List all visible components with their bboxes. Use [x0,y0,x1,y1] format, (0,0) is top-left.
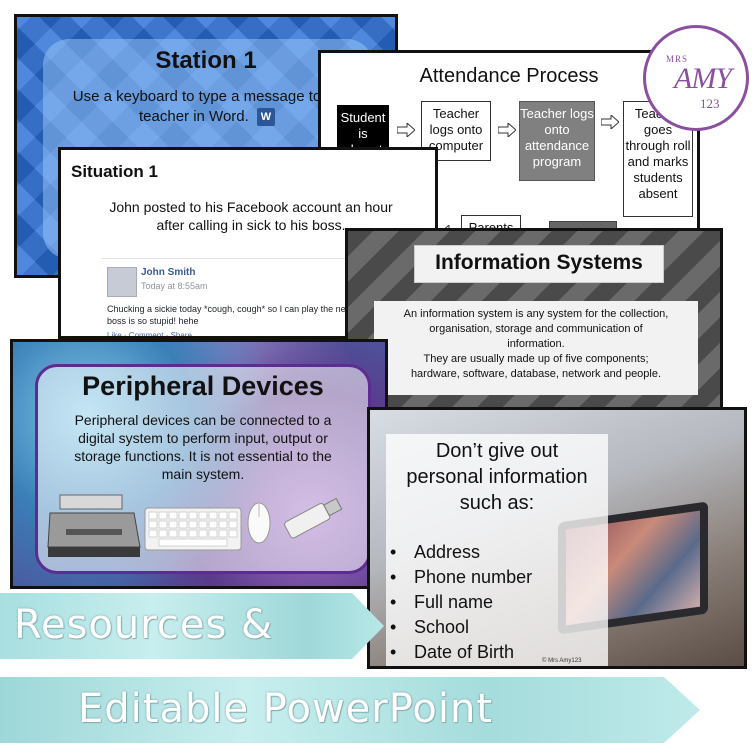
personal-information-list: •Address •Phone number •Full name •Schoo… [390,540,532,665]
resources-banner-text: Resources & [14,602,274,648]
printer-icon [46,491,142,568]
list-item-text: Phone number [414,567,533,587]
info-line-1: An information system is any system for … [403,308,669,320]
list-item-text: Address [414,542,481,562]
list-item: •Date of Birth [390,642,515,662]
facebook-post-text: Chucking a sickie today *cough, cough* s… [107,304,405,326]
info-line-5: hardware, software, database, network an… [410,368,662,380]
list-item: •School [390,617,470,637]
keyboard-icon [144,507,242,556]
resources-banner: Resources & [0,593,384,659]
attendance-title: Attendance Process [419,65,599,87]
list-item-text: Full name [414,592,494,612]
personal-information-heading: Don’t give out personal information such… [386,438,608,516]
usb-drive-icon [276,491,348,548]
info-line-2: organisation, storage and communication … [429,323,643,335]
logo-amy: AMY [674,62,732,95]
mrs-amy-logo: MRS AMY 123 [643,25,749,131]
station-title: Station 1 [155,47,257,74]
heading-line-3: such as: [459,492,535,514]
arrow-right-icon [397,123,415,137]
list-item: •Phone number [390,567,533,587]
editable-powerpoint-banner-bg [0,677,700,743]
station-line-1: Use a keyboard to type a message to yo [72,88,342,105]
information-systems-slide: Information Systems An information syste… [345,228,723,420]
information-systems-panel: An information system is any system for … [374,301,698,395]
arrow-right-icon [601,115,619,129]
logo-number: 123 [700,96,720,111]
mouse-icon [246,501,272,550]
copyright-text: © Mrs Amy123 [542,658,582,664]
situation-body: John posted to his Facebook account an h… [109,199,393,233]
info-line-3: information. [507,338,565,350]
resources-banner-bg [0,593,384,659]
editable-powerpoint-banner: Editable PowerPoint [0,677,700,743]
station-line-2-text: teacher in Word. [139,108,249,125]
facebook-post-author: John Smith [141,267,196,278]
attendance-box-teacher-logs-computer: Teacher logs onto computer [421,101,491,161]
personal-information-card: Don’t give out personal information such… [386,434,608,666]
information-systems-titlebar: Information Systems [414,245,664,283]
peripheral-title: Peripheral Devices [82,371,324,401]
avatar [107,267,137,297]
logo-mrs: MRS [666,54,689,64]
facebook-post-time: Today at 8:55am [141,281,208,291]
peripheral-body: Peripheral devices can be connected to a… [74,412,332,482]
peripheral-devices-slide: Peripheral Devices Peripheral devices ca… [10,339,388,589]
attendance-box-teacher-logs-program: Teacher logs onto attendance program [519,101,595,181]
information-systems-title: Information Systems [435,251,643,274]
facebook-post-actions: Like · Comment · Share [107,331,192,339]
information-systems-body: An information system is any system for … [378,307,694,382]
info-line-4: They are usually made up of five compone… [423,353,649,365]
station-body: Use a keyboard to type a message to yo t… [57,87,357,127]
word-icon: W [256,108,275,127]
arrow-right-icon [498,123,516,137]
list-item: •Full name [390,592,494,612]
heading-line-1: Don’t give out [435,440,559,462]
list-item-text: Date of Birth [414,642,515,662]
heading-line-2: personal information [406,466,588,488]
list-item-text: School [414,617,470,637]
peripheral-panel: Peripheral Devices Peripheral devices ca… [35,364,371,574]
station-line-2: teacher in Word. W [57,107,357,127]
editable-powerpoint-banner-text: Editable PowerPoint [78,686,494,732]
list-item: •Address [390,542,481,562]
personal-information-slide: Don’t give out personal information such… [367,407,747,669]
situation-title: Situation 1 [71,162,158,181]
